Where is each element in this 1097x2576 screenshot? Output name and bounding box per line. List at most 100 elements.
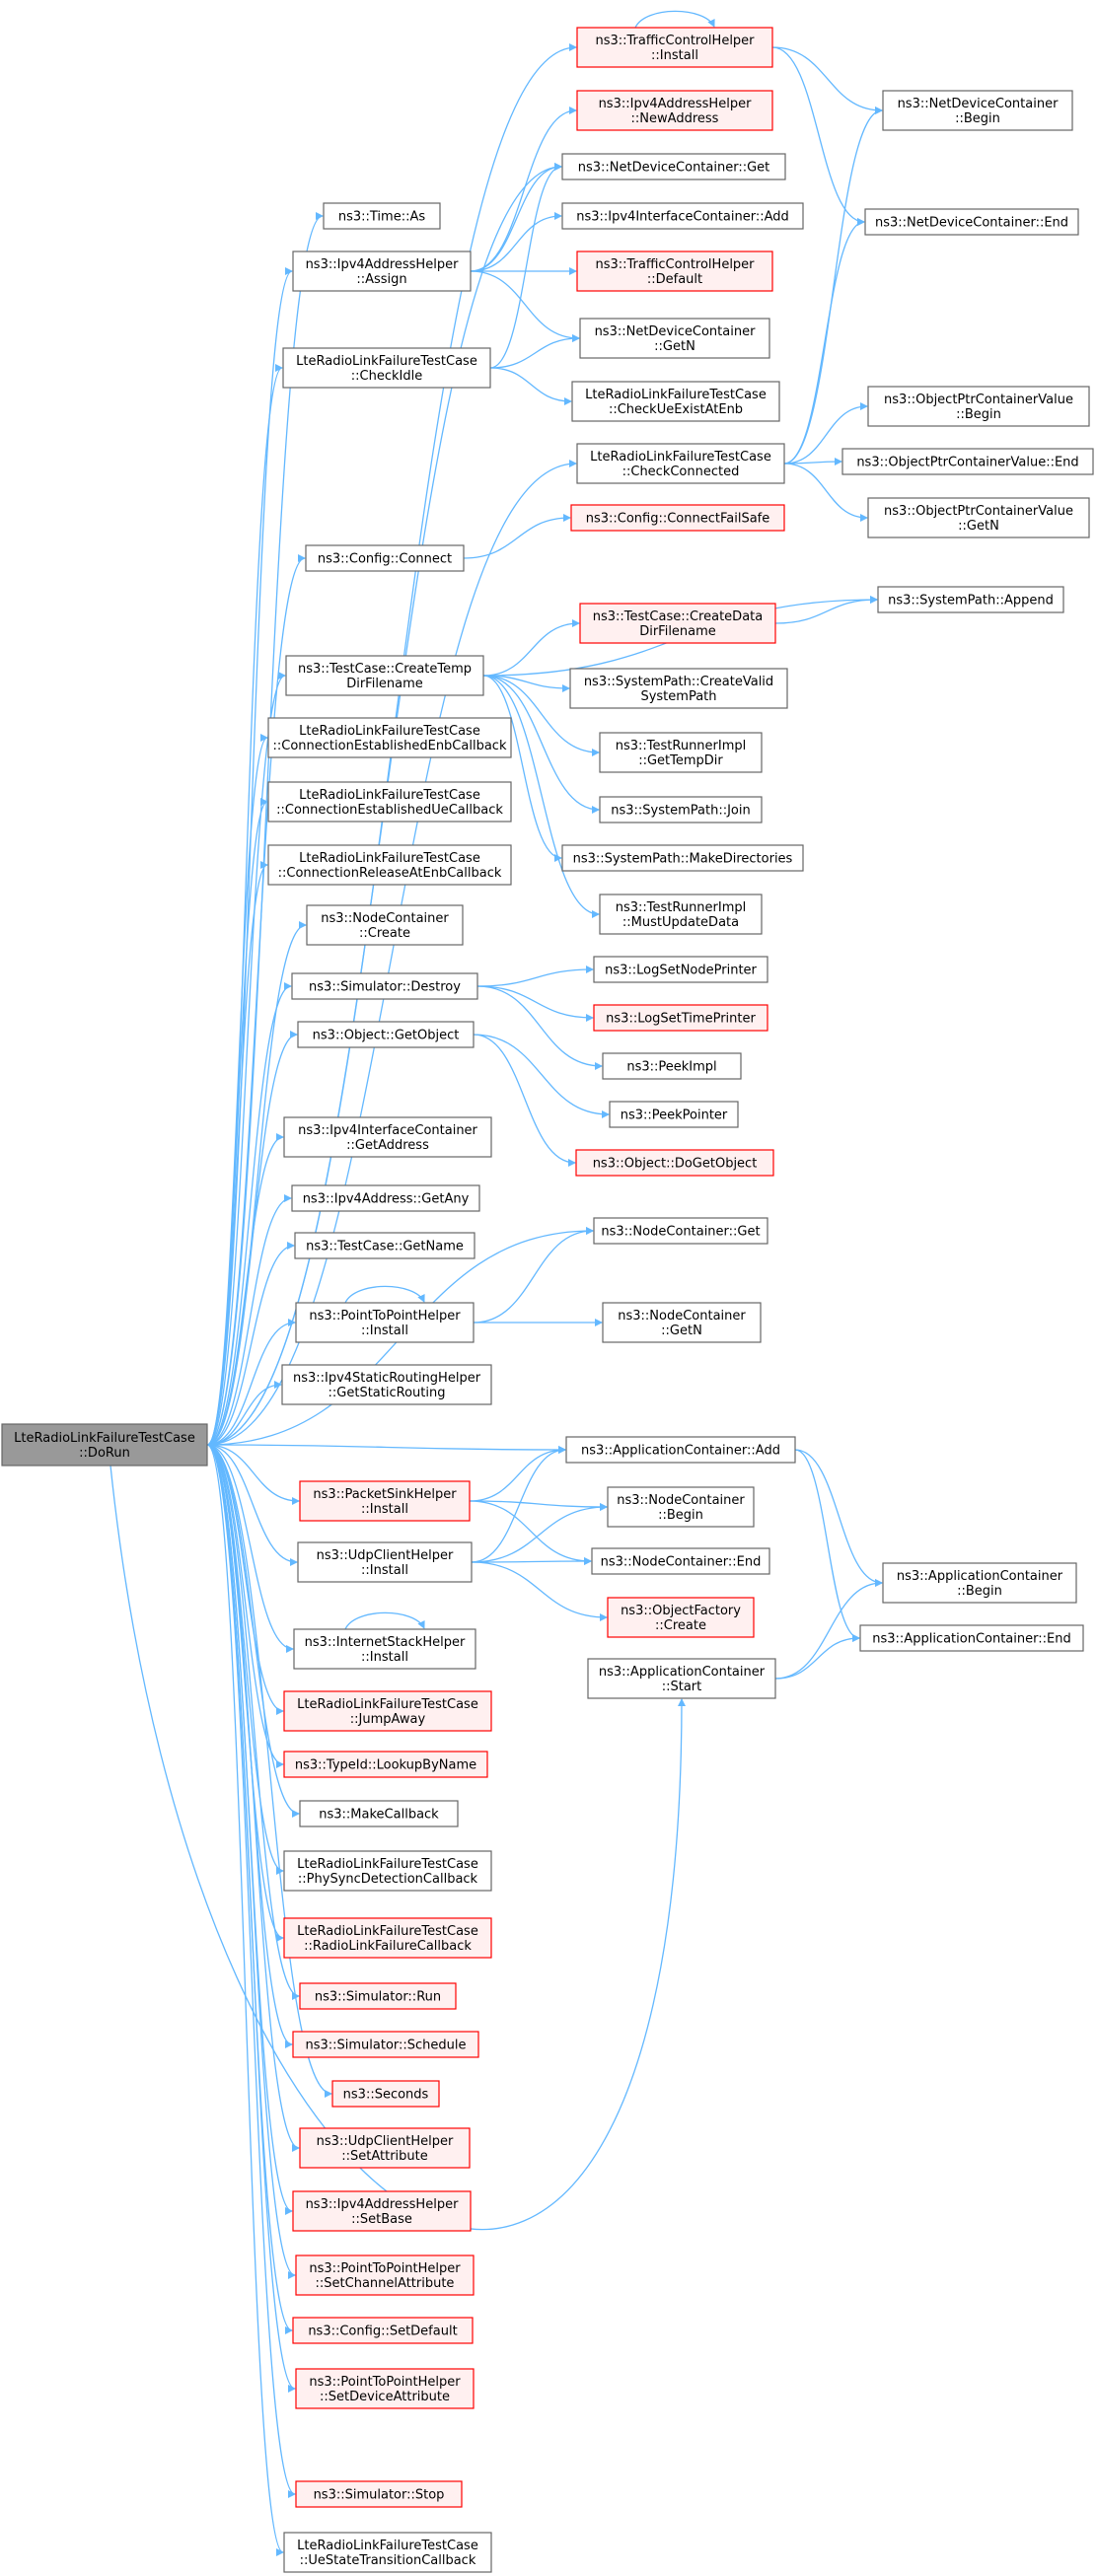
graph-node[interactable]: ns3::ApplicationContainer::Begin xyxy=(882,1562,1077,1604)
graph-node[interactable]: ns3::ObjectPtrContainerValue::Begin xyxy=(867,386,1090,427)
graph-node[interactable]: ns3::TestCase::GetName xyxy=(294,1232,475,1259)
graph-node[interactable]: ns3::ObjectPtrContainerValue::GetN xyxy=(867,497,1090,538)
graph-edge xyxy=(476,966,594,987)
graph-node[interactable]: ns3::NetDeviceContainer::Begin xyxy=(882,90,1073,131)
node-box xyxy=(609,1101,739,1128)
graph-node[interactable]: ns3::SystemPath::Join xyxy=(599,796,763,823)
graph-node[interactable]: ns3::ApplicationContainer::Add xyxy=(565,1436,796,1464)
graph-node[interactable]: ns3::Config::SetDefault xyxy=(292,2317,474,2344)
graph-node[interactable]: LteRadioLinkFailureTestCase::JumpAway xyxy=(283,1690,492,1732)
graph-node[interactable]: ns3::Simulator::Destroy xyxy=(291,972,478,1000)
graph-node[interactable]: ns3::NetDeviceContainer::GetN xyxy=(579,318,770,359)
node-box xyxy=(299,1982,457,2010)
graph-node[interactable]: LteRadioLinkFailureTestCase::PhySyncDete… xyxy=(283,1850,492,1892)
node-label: ns3::TestCase::GetName xyxy=(306,1240,464,1254)
graph-edge xyxy=(471,1446,566,1563)
node-label: ::ConnectionReleaseAtEnbCallback xyxy=(278,866,502,881)
graph-node[interactable]: ns3::Config::ConnectFailSafe xyxy=(570,504,785,532)
node-label: ns3::NodeContainer xyxy=(321,911,449,926)
graph-node[interactable]: ns3::Ipv4AddressHelper::NewAddress xyxy=(576,90,773,131)
graph-node[interactable]: ns3::MakeCallback xyxy=(299,1800,459,1827)
graph-node[interactable]: ns3::Object::GetObject xyxy=(297,1021,475,1048)
node-box xyxy=(292,2190,472,2232)
graph-edge xyxy=(634,10,715,29)
graph-node[interactable]: ns3::ObjectFactory::Create xyxy=(607,1597,755,1638)
node-label: ns3::PointToPointHelper xyxy=(309,1309,461,1324)
graph-node[interactable]: ns3::NodeContainer::GetN xyxy=(602,1302,762,1343)
graph-edge xyxy=(206,1194,292,1446)
node-label: ns3::Config::SetDefault xyxy=(308,2325,457,2339)
graph-edge xyxy=(489,334,580,369)
graph-edge xyxy=(473,1034,576,1167)
graph-node[interactable]: ns3::Ipv4StaticRoutingHelper::GetStaticR… xyxy=(281,1364,492,1405)
graph-node[interactable]: ns3::Object::DoGetObject xyxy=(575,1149,774,1177)
graph-node[interactable]: ns3::LogSetTimePrinter xyxy=(593,1004,768,1032)
node-label: ns3::PointToPointHelper xyxy=(309,2375,461,2390)
graph-node[interactable]: ns3::TrafficControlHelper::Install xyxy=(576,27,773,68)
graph-node[interactable]: ns3::TrafficControlHelper::Default xyxy=(576,250,773,292)
graph-edge xyxy=(482,675,600,814)
node-label: ns3::MakeCallback xyxy=(319,1808,439,1823)
node-label: ns3::TestRunnerImpl xyxy=(616,900,747,915)
node-label: ::SetAttribute xyxy=(341,2149,428,2164)
graph-node[interactable]: ns3::NodeContainer::Begin xyxy=(607,1486,755,1528)
graph-node[interactable]: ns3::TestRunnerImpl::MustUpdateData xyxy=(599,894,763,935)
node-box xyxy=(283,1751,488,1778)
graph-node[interactable]: ns3::UdpClientHelper::Install xyxy=(297,1541,473,1583)
graph-node[interactable]: ns3::SystemPath::MakeDirectories xyxy=(561,844,804,872)
graph-node[interactable]: LteRadioLinkFailureTestCase::UeStateTran… xyxy=(283,2532,492,2573)
graph-node[interactable]: ns3::InternetStackHelper::Install xyxy=(293,1628,476,1670)
graph-node[interactable]: LteRadioLinkFailureTestCase::ConnectionE… xyxy=(267,781,512,823)
graph-node[interactable]: LteRadioLinkFailureTestCase::CheckConnec… xyxy=(576,443,785,484)
graph-node[interactable]: ns3::PointToPointHelper::SetChannelAttri… xyxy=(295,2254,475,2296)
graph-node[interactable]: ns3::Ipv4AddressHelper::SetBase xyxy=(292,2190,472,2232)
graph-node[interactable]: ns3::PeekImpl xyxy=(602,1052,742,1080)
graph-node[interactable]: ns3::PacketSinkHelper::Install xyxy=(299,1480,471,1522)
node-label: ::SetChannelAttribute xyxy=(316,2276,455,2291)
graph-node[interactable]: ns3::NetDeviceContainer::Get xyxy=(561,153,786,180)
node-label: ns3::ObjectPtrContainerValue xyxy=(884,504,1073,519)
graph-node[interactable]: LteRadioLinkFailureTestCase::ConnectionE… xyxy=(267,717,512,758)
graph-node[interactable]: ns3::TestRunnerImpl::GetTempDir xyxy=(599,732,763,773)
graph-node[interactable]: ns3::NodeContainer::Create xyxy=(306,904,464,946)
graph-node[interactable]: ns3::Simulator::Schedule xyxy=(292,2031,479,2058)
graph-node[interactable]: ns3::Time::As xyxy=(323,202,441,230)
node-box xyxy=(602,1302,762,1343)
graph-node[interactable]: ns3::PointToPointHelper::Install xyxy=(295,1302,475,1343)
graph-node[interactable]: LteRadioLinkFailureTestCase::RadioLinkFa… xyxy=(283,1917,492,1959)
graph-node[interactable]: ns3::Simulator::Stop xyxy=(295,2480,463,2508)
graph-node[interactable]: ns3::NetDeviceContainer::End xyxy=(864,208,1079,236)
graph-node[interactable]: ns3::Ipv4InterfaceContainer::Add xyxy=(561,202,804,230)
graph-node[interactable]: LteRadioLinkFailureTestCase::ConnectionR… xyxy=(267,844,512,886)
node-label: ns3::Ipv4StaticRoutingHelper xyxy=(293,1371,481,1386)
graph-node[interactable]: ns3::ObjectPtrContainerValue::End xyxy=(841,448,1094,475)
graph-node[interactable]: ns3::LogSetNodePrinter xyxy=(593,956,768,983)
graph-node[interactable]: ns3::NodeContainer::Get xyxy=(593,1217,768,1245)
graph-node[interactable]: ns3::TypeId::LookupByName xyxy=(283,1751,488,1778)
graph-node[interactable]: ns3::PointToPointHelper::SetDeviceAttrib… xyxy=(295,2368,475,2409)
node-label: ns3::SystemPath::Append xyxy=(888,594,1054,608)
graph-node[interactable]: ns3::NodeContainer::End xyxy=(591,1547,770,1575)
graph-node[interactable]: ns3::Simulator::Run xyxy=(299,1982,457,2010)
graph-node[interactable]: ns3::ApplicationContainer::Start xyxy=(587,1658,776,1699)
node-box xyxy=(864,208,1079,236)
graph-edge xyxy=(463,514,571,559)
graph-node[interactable]: ns3::Seconds xyxy=(331,2080,440,2108)
graph-node[interactable]: ns3::PeekPointer xyxy=(609,1101,739,1128)
graph-node[interactable]: ns3::UdpClientHelper::SetAttribute xyxy=(299,2127,471,2169)
graph-node[interactable]: ns3::Config::Connect xyxy=(305,544,465,572)
graph-node[interactable]: LteRadioLinkFailureTestCase::CheckIdle xyxy=(282,347,491,389)
graph-edge xyxy=(206,1242,295,1446)
graph-node[interactable]: ns3::Ipv4AddressHelper::Assign xyxy=(292,250,472,292)
node-box xyxy=(306,904,464,946)
graph-node[interactable]: LteRadioLinkFailureTestCase::DoRun xyxy=(1,1423,208,1467)
graph-node[interactable]: ns3::Ipv4Address::GetAny xyxy=(291,1184,480,1212)
graph-node[interactable]: ns3::ApplicationContainer::End xyxy=(859,1624,1084,1652)
graph-node[interactable]: LteRadioLinkFailureTestCase::CheckUeExis… xyxy=(571,381,780,422)
graph-node[interactable]: ns3::Ipv4InterfaceContainer::GetAddress xyxy=(283,1116,492,1158)
graph-node[interactable]: ns3::SystemPath::Append xyxy=(877,586,1064,613)
graph-edge xyxy=(482,675,570,692)
